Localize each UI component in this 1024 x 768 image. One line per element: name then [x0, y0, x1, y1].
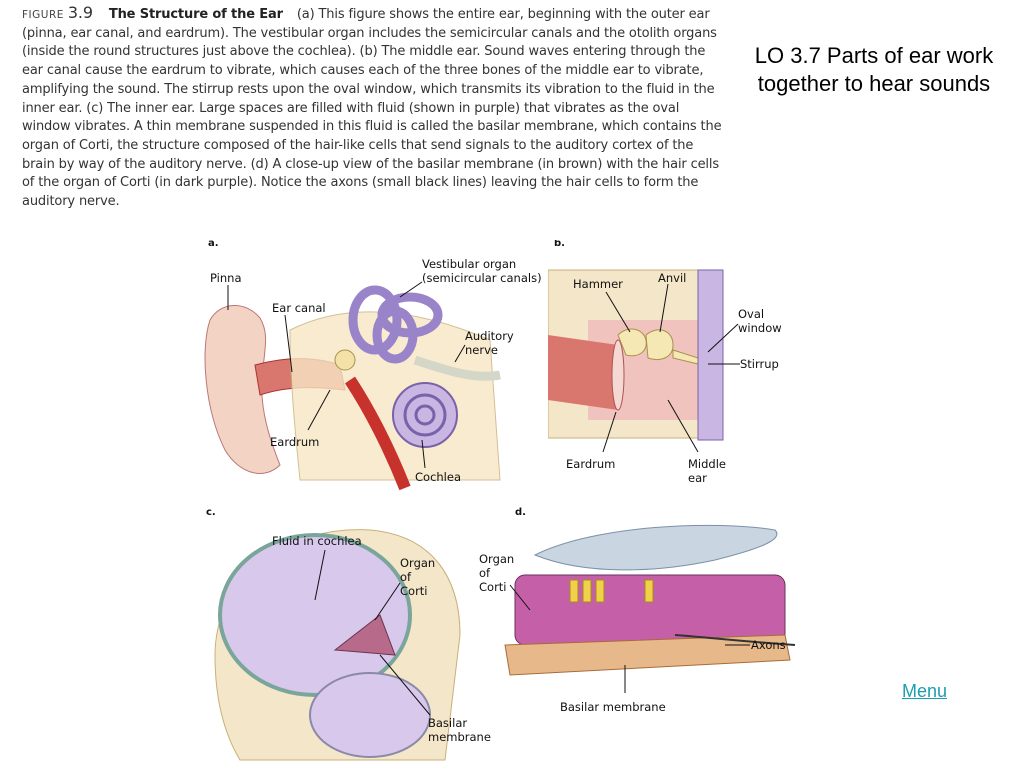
label-corti-d: Corti: [479, 580, 507, 594]
anvil-shape: [645, 329, 674, 360]
label-eardrum-b: Eardrum: [566, 457, 615, 471]
panel-c-leader-lines: [314, 549, 431, 716]
panel-b-letter: b.: [554, 240, 565, 249]
label-axons: Axons: [751, 638, 786, 652]
label-of: of: [400, 570, 412, 584]
figure-title: The Structure of the Ear: [108, 7, 283, 22]
organ-of-corti-c: [333, 614, 396, 656]
slide-title: LO 3.7 Parts of ear work together to hea…: [754, 43, 994, 96]
axons-bundle: [674, 634, 796, 646]
label-cochlea: Cochlea: [415, 470, 461, 484]
label-vestibular-organ: Vestibular organ: [422, 257, 516, 271]
auditory-nerve-shape: [413, 355, 501, 381]
label-auditory: Auditory: [465, 329, 514, 343]
label-ear-canal: Ear canal: [272, 301, 326, 315]
label-middle: Middle: [688, 457, 726, 471]
eardrum-shape: [611, 339, 625, 411]
panel-b-middle-ear: b. Hammer Anvil Oval window Stirrup Eard…: [548, 240, 798, 490]
label-nerve: nerve: [465, 343, 498, 357]
label-organ: Organ: [400, 556, 435, 570]
pinna-shape: [204, 305, 281, 474]
label-pinna: Pinna: [210, 271, 242, 285]
figure-caption: FIGURE 3.9 The Structure of the Ear (a) …: [22, 3, 722, 212]
label-of-d: of: [479, 566, 491, 580]
label-hammer: Hammer: [573, 277, 623, 291]
menu-link[interactable]: Menu: [902, 681, 948, 701]
figure-number: 3.9: [67, 3, 93, 22]
label-basilar: Basilar: [428, 716, 467, 730]
hair-cells-yellow: [569, 579, 654, 603]
semicircular-canals: [348, 285, 443, 364]
panel-a-entire-ear: a. Pinn: [200, 240, 545, 490]
scala-vestibuli: [218, 533, 412, 697]
panel-b-leader-lines: [602, 283, 740, 453]
cochlea-shape: [392, 382, 458, 448]
label-corti: Corti: [400, 584, 428, 598]
label-window: window: [738, 321, 782, 335]
scala-tympani: [309, 672, 431, 758]
panel-d-letter: d.: [515, 507, 526, 518]
label-anvil: Anvil: [658, 271, 686, 285]
label-stirrup: Stirrup: [740, 357, 779, 371]
label-semicircular-canals: (semicircular canals): [422, 271, 542, 285]
basilar-membrane-d: [504, 634, 791, 676]
label-eardrum: Eardrum: [270, 435, 319, 449]
panel-c-letter: c.: [206, 507, 216, 518]
ossicles-shape: [334, 349, 356, 371]
figure-caption-text: (a) This figure shows the entire ear, be…: [22, 7, 722, 210]
ear-canal-b: [548, 335, 618, 410]
label-membrane: membrane: [428, 730, 491, 744]
blood-vessel: [345, 376, 411, 490]
figure-word: FIGURE: [22, 9, 64, 21]
panel-c-inner-ear: c. Fluid in cochlea Organ of Corti Basil…: [200, 505, 500, 765]
label-oval: Oval: [738, 307, 764, 321]
label-organ-d: Organ: [479, 552, 514, 566]
panel-d-basilar-closeup: d. Organ of Corti Axons Basilar membrane: [475, 505, 800, 725]
label-ear: ear: [688, 471, 707, 485]
label-basilar-membrane: Basilar membrane: [560, 700, 666, 714]
panel-a-leader-lines: [227, 281, 466, 469]
panel-a-letter: a.: [208, 240, 219, 249]
inner-ear-b: [697, 269, 724, 441]
tectorial-membrane: [533, 524, 778, 571]
panel-d-leader-lines: [509, 584, 750, 693]
label-fluid-in-cochlea: Fluid in cochlea: [272, 534, 362, 548]
